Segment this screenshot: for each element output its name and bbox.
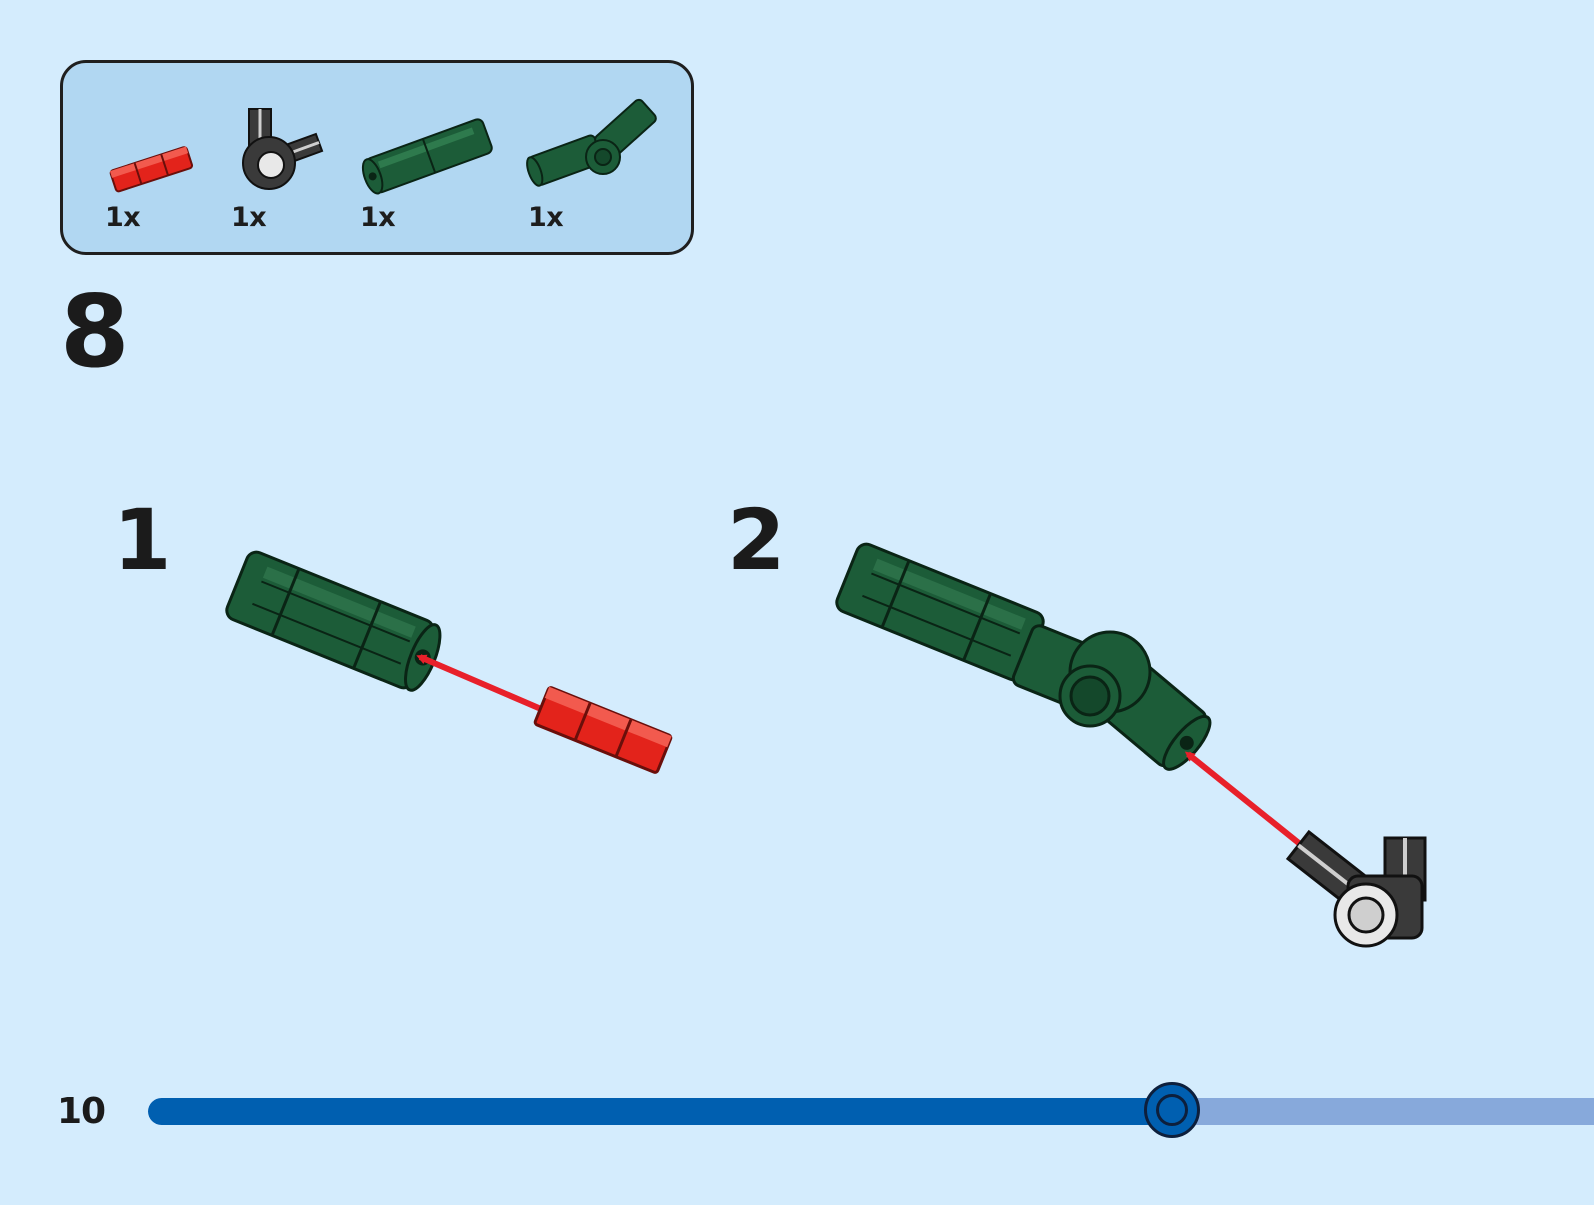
- green-connector-tube-icon: [361, 118, 493, 195]
- insert-arrow: [416, 654, 550, 715]
- progress-bar-fill: [148, 1098, 1172, 1125]
- green-tube-angle-assembly-model: [835, 542, 1212, 771]
- progress-bar: [148, 1098, 1594, 1125]
- part-quantity: 1x: [231, 202, 267, 233]
- gray-axle-pin-connector-icon: [242, 108, 324, 190]
- gray-axle-pin-connector-model: [1285, 829, 1427, 948]
- part-quantity: 1x: [528, 202, 564, 233]
- red-axle-connector-icon: [109, 146, 194, 193]
- substep-number: 1: [113, 491, 172, 589]
- step-number: 8: [60, 273, 130, 390]
- substep-number: 2: [727, 491, 786, 589]
- insert-arrow: [1184, 751, 1307, 851]
- part-quantity: 1x: [360, 202, 396, 233]
- green-angle-connector-icon: [526, 98, 657, 187]
- page-number: 10: [57, 1091, 106, 1132]
- progress-indicator-icon: [1143, 1082, 1200, 1138]
- parts-list-box: 1x 1x 1x: [60, 60, 694, 255]
- green-connector-tube-model: [225, 550, 442, 692]
- part-quantity: 1x: [105, 202, 141, 233]
- red-axle-connector-model: [533, 686, 673, 774]
